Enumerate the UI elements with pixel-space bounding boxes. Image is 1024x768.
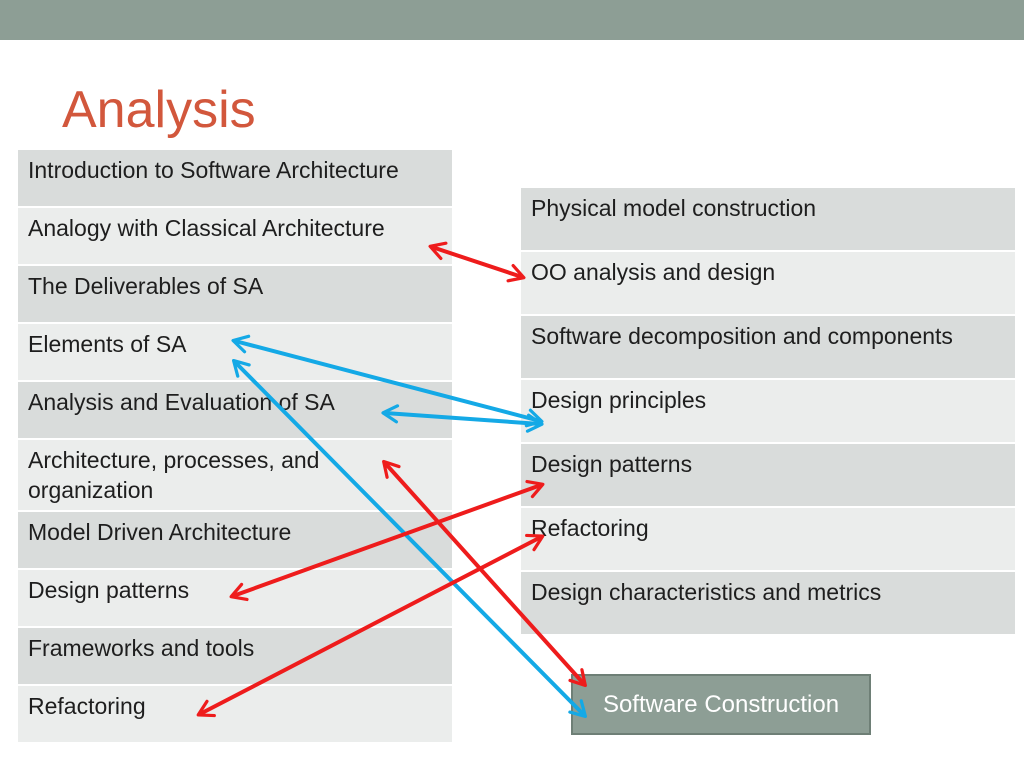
right-row-design-principles: Design principles	[521, 380, 1015, 444]
right-topic-table: Physical model construction OO analysis …	[521, 188, 1015, 636]
left-row-deliverables: The Deliverables of SA	[18, 266, 452, 324]
left-row-frameworks: Frameworks and tools	[18, 628, 452, 686]
slide-title: Analysis	[62, 81, 256, 139]
left-row-elements: Elements of SA	[18, 324, 452, 382]
left-row-introduction: Introduction to Software Architecture	[18, 150, 452, 208]
left-row-analysis-evaluation: Analysis and Evaluation of SA	[18, 382, 452, 440]
right-row-oo-analysis: OO analysis and design	[521, 252, 1015, 316]
software-construction-box: Software Construction	[571, 674, 871, 735]
top-bar	[0, 0, 1024, 40]
left-row-architecture-processes: Architecture, processes, and organizatio…	[18, 440, 452, 512]
left-topic-table: Introduction to Software Architecture An…	[18, 150, 452, 744]
left-row-model-driven: Model Driven Architecture	[18, 512, 452, 570]
right-row-physical-model: Physical model construction	[521, 188, 1015, 252]
left-row-refactoring: Refactoring	[18, 686, 452, 744]
right-row-design-patterns: Design patterns	[521, 444, 1015, 508]
right-row-decomposition: Software decomposition and components	[521, 316, 1015, 380]
right-row-design-characteristics: Design characteristics and metrics	[521, 572, 1015, 636]
right-row-refactoring: Refactoring	[521, 508, 1015, 572]
left-row-design-patterns: Design patterns	[18, 570, 452, 628]
left-row-analogy: Analogy with Classical Architecture	[18, 208, 452, 266]
